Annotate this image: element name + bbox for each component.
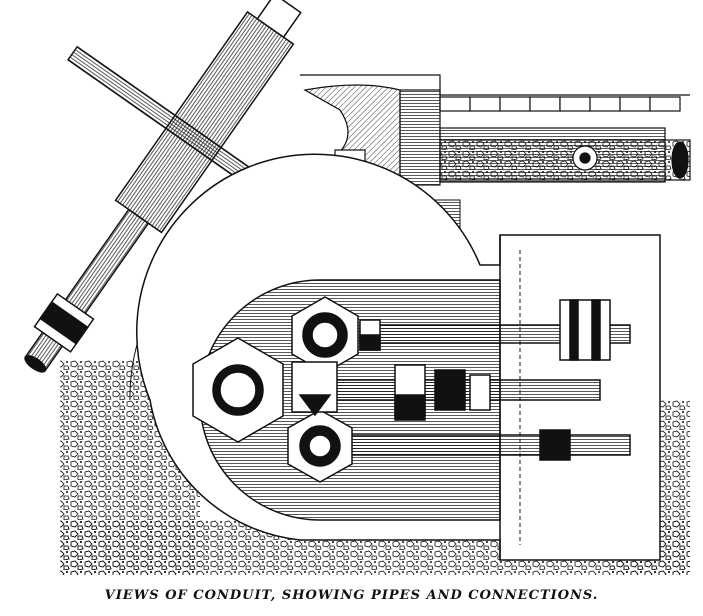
street-section-view [300, 74, 691, 191]
diagonal-pipe-view [24, 0, 302, 373]
conduit-cross-section [129, 153, 661, 561]
conduit-engraving [24, 0, 691, 575]
figure-caption: VIEWS OF CONDUIT, SHOWING PIPES AND CONN… [104, 588, 599, 603]
